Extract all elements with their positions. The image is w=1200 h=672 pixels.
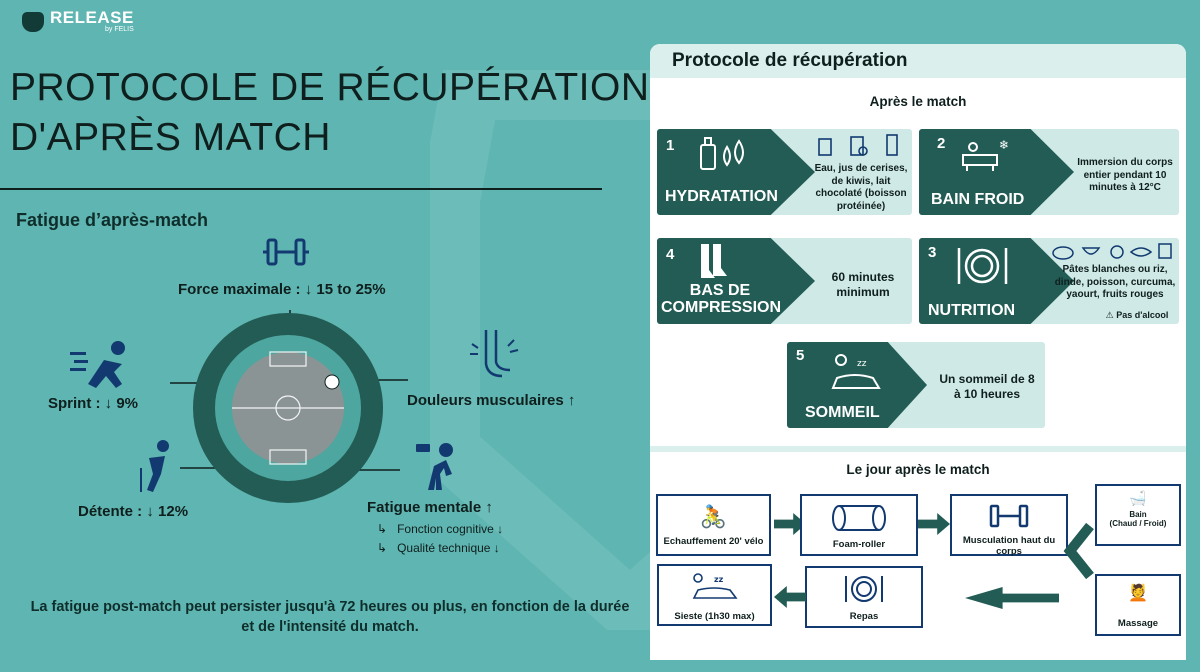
- fatigue-diagram: [170, 310, 408, 503]
- no-alcohol-warning: ⚠ Pas d'alcool: [1097, 309, 1177, 322]
- svg-text:❄: ❄: [999, 138, 1009, 152]
- force-label: Force maximale : ↓ 15 to 25%: [178, 281, 386, 298]
- brand-name: RELEASE: [50, 8, 134, 27]
- panel-header: [650, 44, 1186, 78]
- flow-label: Musculation haut du corps: [962, 535, 1056, 557]
- flow-musculation: Musculation haut du corps: [950, 494, 1068, 557]
- warning-text: Pas d'alcool: [1116, 310, 1169, 320]
- branch-chevron: [1063, 522, 1094, 580]
- dumbbell-icon: [989, 504, 1029, 528]
- main-title-line2: D'APRÈS MATCH: [10, 116, 331, 159]
- step-nutrition: 3 NUTRITION Pâtes blanches ou riz, dinde…: [919, 238, 1179, 324]
- fatigue-heading: Fatigue d’après-match: [16, 210, 209, 230]
- flow-label: Sieste (1h30 max): [674, 611, 755, 622]
- section-divider: [650, 446, 1186, 452]
- step-compression: 4 BAS DE COMPRESSION 60 minutes minimum: [657, 238, 912, 324]
- douleurs-label: Douleurs musculaires ↑: [407, 392, 576, 409]
- drinks-icon: [818, 134, 898, 156]
- bottle-drops-icon: [700, 137, 744, 170]
- flow-bain: 🛁 Bain (Chaud / Froid): [1095, 484, 1181, 546]
- flow-arrow: [965, 587, 1059, 609]
- step-title: NUTRITION: [928, 302, 1016, 319]
- brand-byline: by FELIS: [105, 26, 134, 33]
- flow-label: Repas: [849, 611, 879, 622]
- step-number: 5: [796, 347, 805, 364]
- cold-bath-icon: ❄: [962, 138, 1009, 171]
- step-number: 4: [666, 246, 675, 263]
- step-sommeil: 5 zz SOMMEIL Un sommeil de 8 à 10 heures: [787, 342, 1045, 428]
- step-title: HYDRATATION: [665, 188, 778, 205]
- detente-label: Détente : ↓ 12%: [78, 503, 189, 520]
- dumbbell-icon: [263, 238, 309, 266]
- flow-echauffement: 🚴 Echauffement 20' vélo: [656, 494, 771, 556]
- next-day-heading: Le jour après le match: [846, 462, 990, 477]
- jumper-icon: [140, 440, 169, 492]
- step-desc: Un sommeil de 8 à 10 heures: [939, 372, 1035, 401]
- tired-person-icon: [416, 443, 453, 490]
- step-desc: 60 minutes minimum: [831, 270, 895, 299]
- step-title: BAIN FROID: [931, 191, 1025, 208]
- step-desc: Immersion du corps entier pendant 10 min…: [1077, 157, 1173, 193]
- flow-label: Foam-roller: [832, 539, 886, 550]
- sprint-label: Sprint : ↓ 9%: [48, 395, 139, 412]
- flow-label: Echauffement 20' vélo: [663, 536, 764, 547]
- cat-logo-icon: [22, 12, 44, 32]
- step-desc: Eau, jus de cerises, de kiwis, lait choc…: [814, 163, 908, 212]
- sprinter-icon: [70, 341, 125, 388]
- step-hydration: 1 HYDRATATION Eau, jus de cerises, de ki…: [657, 129, 912, 215]
- step-title: SOMMEIL: [805, 404, 880, 421]
- footer-note: La fatigue post-match peut persister jus…: [30, 599, 630, 635]
- step-title: BAS DE COMPRESSION: [661, 282, 782, 316]
- warning-icon: ⚠: [1105, 310, 1114, 320]
- step-desc: Pâtes blanches ou riz, dinde, poisson, c…: [1054, 264, 1176, 300]
- bike-icon: 🚴: [699, 504, 728, 529]
- flow-sublabel: (Chaud / Froid): [1109, 519, 1167, 528]
- panel-title: Protocole de récupération: [672, 50, 908, 71]
- title-divider: [0, 188, 602, 190]
- main-title-line1: PROTOCOLE DE RÉCUPÉRATION: [10, 66, 650, 109]
- foam-roller-icon: [832, 505, 886, 531]
- sleep-car-icon: zz: [692, 573, 738, 599]
- brand-logo: RELEASE by FELIS: [22, 8, 134, 34]
- plate-cutlery-icon: [957, 248, 1008, 284]
- flow-massage: 💆 Massage: [1095, 574, 1181, 636]
- fatigue-mentale-label: Fatigue mentale ↑: [367, 499, 493, 516]
- sleep-car-icon: zz: [831, 354, 881, 389]
- sore-legs-icon: [470, 330, 519, 378]
- step-number: 2: [937, 135, 946, 152]
- plate-cutlery-icon: [845, 576, 883, 602]
- flow-label: Bain: [1129, 510, 1147, 519]
- svg-text:zz: zz: [714, 575, 724, 584]
- recovery-panel: Protocole de récupération Après le match…: [650, 44, 1186, 660]
- after-match-heading: Après le match: [869, 94, 967, 109]
- technique-item: ↳ Qualité technique ↓: [377, 541, 500, 555]
- compression-socks-icon: [701, 244, 727, 278]
- flow-foam-roller: Foam-roller: [800, 494, 918, 556]
- technique-text: Qualité technique ↓: [397, 541, 500, 555]
- step-number: 3: [928, 244, 937, 261]
- cognitive-item: ↳ Fonction cognitive ↓: [377, 522, 504, 536]
- flow-label: Massage: [1117, 618, 1159, 629]
- flow-arrow: [774, 586, 806, 608]
- bathtub-icon: 🛁: [1129, 490, 1147, 506]
- step-number: 1: [666, 137, 675, 154]
- flow-arrow: [918, 513, 950, 535]
- flow-sieste: zz Sieste (1h30 max): [657, 564, 772, 626]
- step-bain-froid: 2 ❄ BAIN FROID Immersion du corps entier…: [919, 129, 1179, 215]
- massage-icon: 💆: [1128, 585, 1148, 602]
- flow-repas: Repas: [805, 566, 923, 628]
- svg-text:zz: zz: [857, 359, 867, 369]
- food-icons: [1052, 243, 1172, 260]
- cognitive-text: Fonction cognitive ↓: [397, 522, 504, 536]
